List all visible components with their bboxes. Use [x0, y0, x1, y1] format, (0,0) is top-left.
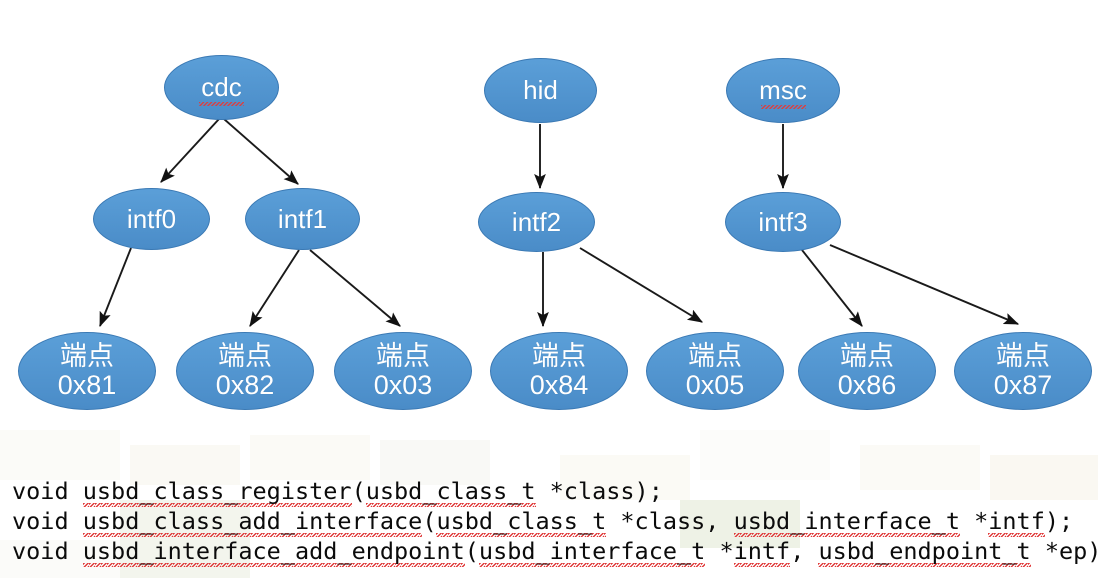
endpoint-node-ep84[interactable]: 端点 0x84 [490, 332, 628, 410]
interface-node-label: intf0 [126, 203, 177, 234]
endpoint-node-label: 端点 0x86 [837, 340, 897, 400]
interface-node-label: intf1 [277, 203, 328, 234]
endpoint-node-ep86[interactable]: 端点 0x86 [798, 332, 936, 410]
edge-intf1-to-ep82 [249, 249, 300, 327]
edge-cdc-to-intf1 [223, 118, 299, 185]
endpoint-node-label: 端点 0x05 [685, 340, 745, 400]
code-token: ( [351, 477, 366, 505]
interface-node-intf1[interactable]: intf1 [245, 188, 360, 250]
class-node-label: cdc [201, 72, 242, 103]
code-token-misspelled: usbd_class_t [365, 477, 536, 507]
code-token: ( [422, 507, 437, 535]
code-token: * [959, 507, 989, 535]
code-token: void [12, 477, 83, 505]
code-token: , [790, 537, 819, 565]
tree-edges [99, 118, 1020, 328]
class-node-msc[interactable]: msc [726, 58, 840, 123]
code-token: *ep); [1044, 537, 1098, 565]
code-token: *class); [535, 477, 663, 505]
endpoint-node-ep87[interactable]: 端点 0x87 [954, 332, 1092, 410]
code-token-misspelled: intf [733, 537, 791, 567]
endpoint-node-ep03[interactable]: 端点 0x03 [334, 332, 472, 410]
code-token-misspelled: usbd_interface_add_endpoint [82, 537, 465, 567]
code-token-misspelled: usbd_interface_t [478, 537, 706, 567]
edge-intf3-to-ep87 [829, 244, 1020, 325]
code-token-misspelled: intf [988, 507, 1045, 537]
endpoint-node-ep81[interactable]: 端点 0x81 [18, 332, 156, 410]
edge-intf2-to-ep05 [579, 247, 703, 323]
interface-node-intf2[interactable]: intf2 [478, 192, 595, 252]
endpoint-node-label: 端点 0x84 [529, 340, 589, 400]
endpoint-node-ep82[interactable]: 端点 0x82 [176, 332, 314, 410]
class-node-label: hid [523, 75, 558, 106]
code-token: *class, [606, 507, 734, 535]
code-line-3: void usbd_interface_add_endpoint(usbd_in… [12, 536, 1098, 567]
interface-node-label: intf2 [511, 206, 562, 237]
endpoint-node-label: 端点 0x81 [57, 340, 117, 400]
code-block: void usbd_class_register(usbd_class_t *c… [12, 476, 1098, 567]
code-token: void [12, 537, 83, 565]
class-node-label: msc [759, 75, 807, 106]
class-node-cdc[interactable]: cdc [164, 55, 279, 120]
code-token: * [705, 537, 734, 565]
code-token-misspelled: usbd_class_t [436, 507, 607, 537]
code-line-2: void usbd_class_add_interface(usbd_class… [12, 506, 1098, 537]
endpoint-node-ep05[interactable]: 端点 0x05 [646, 332, 784, 410]
code-token: void [12, 507, 83, 535]
code-line-1: void usbd_class_register(usbd_class_t *c… [12, 476, 1098, 507]
class-node-hid[interactable]: hid [484, 58, 597, 123]
code-token-misspelled: usbd_class_register [82, 477, 352, 507]
interface-node-intf3[interactable]: intf3 [725, 192, 841, 252]
code-token-misspelled: usbd_endpoint_t [818, 537, 1031, 567]
edge-intf3-to-ep86 [801, 249, 863, 327]
edge-cdc-to-intf0 [160, 118, 220, 183]
endpoint-node-label: 端点 0x03 [373, 340, 433, 400]
interface-node-intf0[interactable]: intf0 [93, 188, 210, 250]
endpoint-node-label: 端点 0x82 [215, 340, 275, 400]
interface-node-label: intf3 [758, 206, 808, 237]
endpoint-node-label: 端点 0x87 [993, 340, 1053, 400]
edge-intf1-to-ep03 [309, 249, 401, 327]
code-token: ); [1044, 507, 1074, 535]
code-token: ( [464, 537, 479, 565]
code-token-misspelled: usbd_interface_t [733, 507, 960, 537]
edge-intf0-to-ep81 [99, 247, 132, 328]
code-token-misspelled: usbd_class_add_interface [82, 507, 423, 537]
